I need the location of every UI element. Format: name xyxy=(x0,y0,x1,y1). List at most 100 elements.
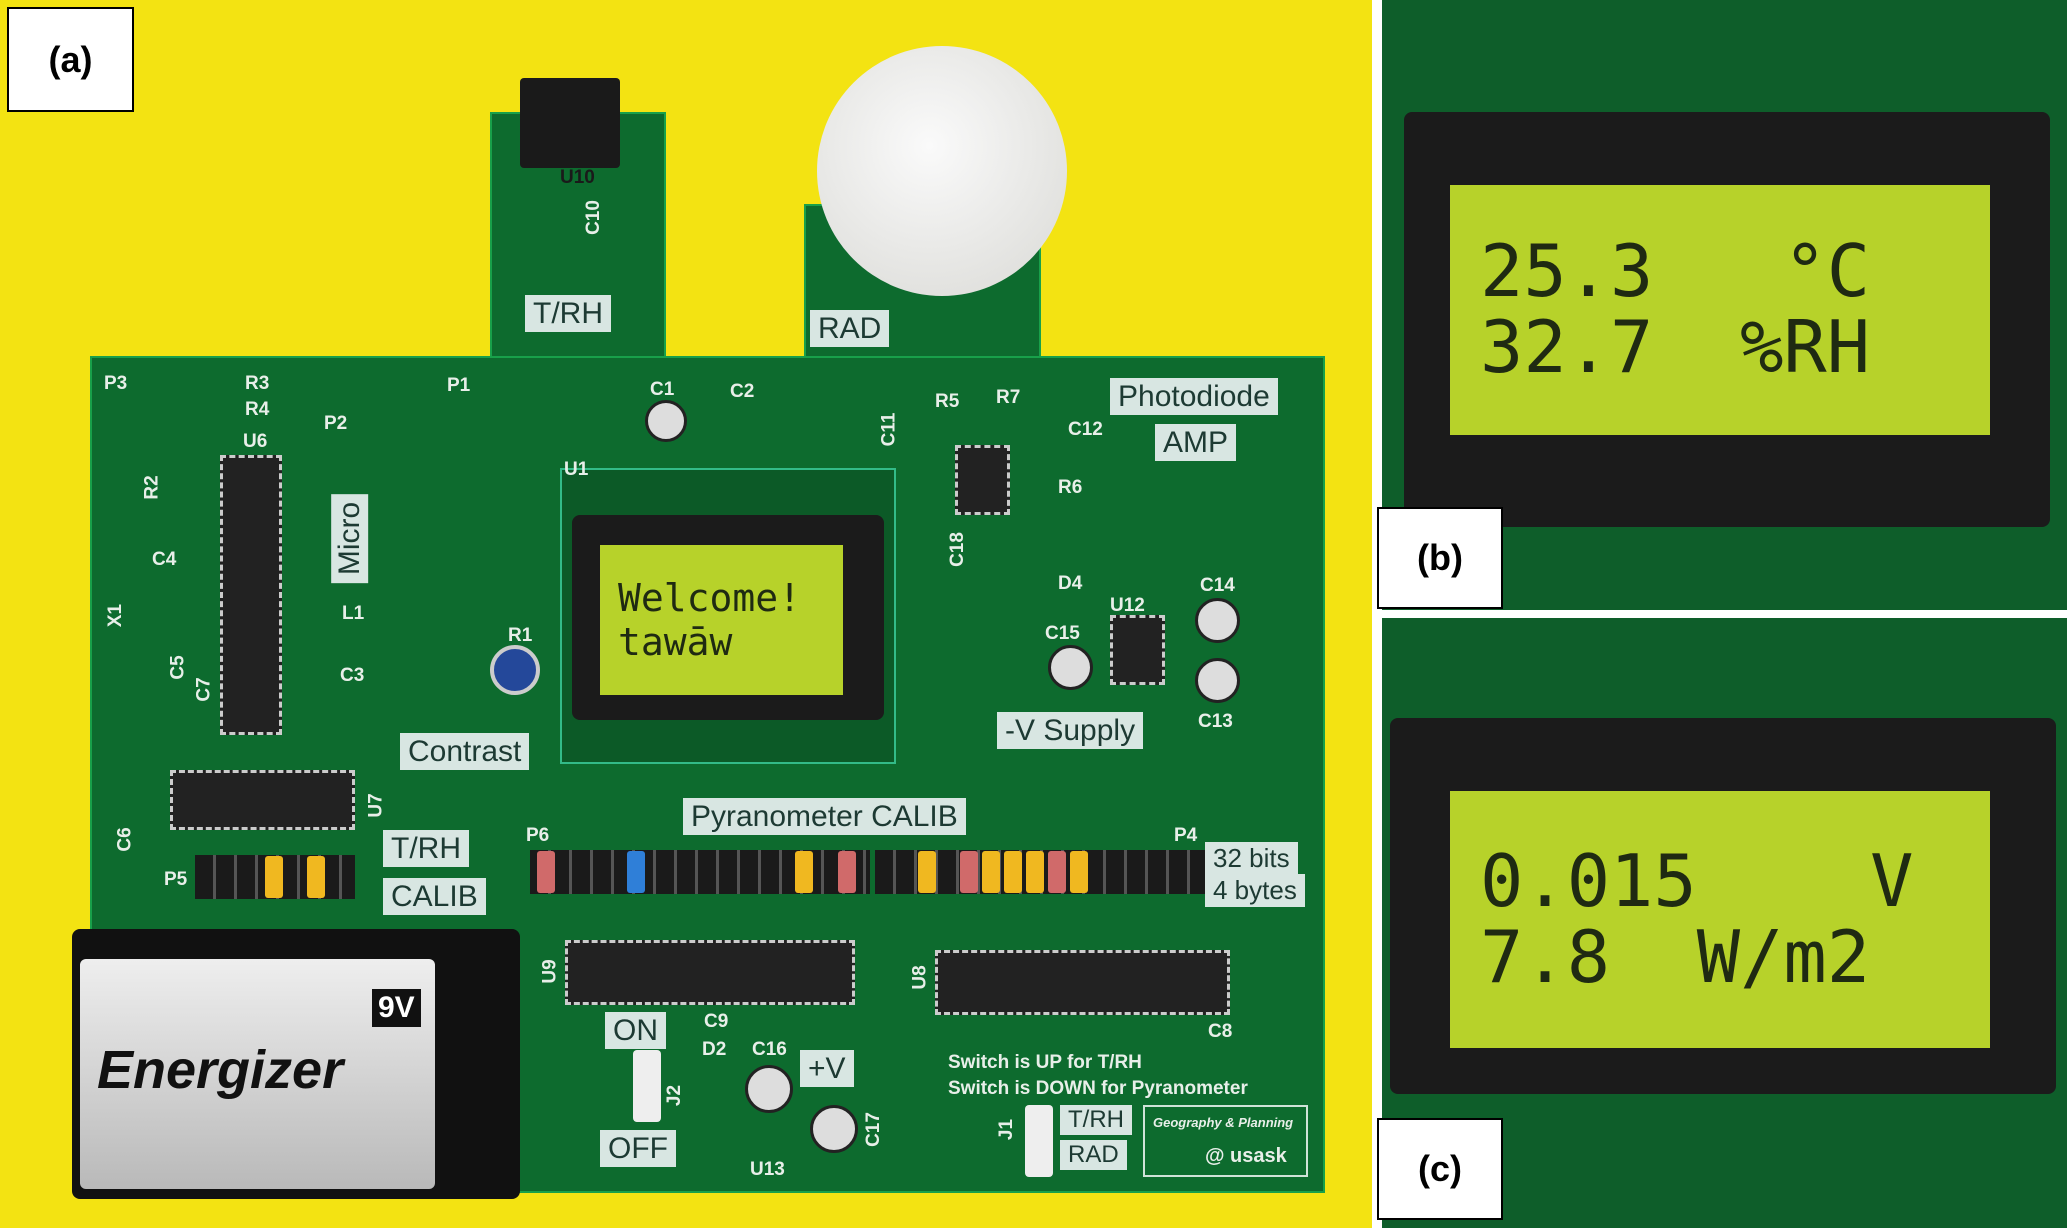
lcd-c-line-2: 7.8 W/m2 xyxy=(1480,914,1871,999)
battery-brand: Energizer xyxy=(97,1040,344,1100)
ref-p3: P3 xyxy=(104,373,128,394)
label-calib: CALIB xyxy=(383,878,486,915)
lcd-screen-b: 25.3 °C 32.7 %RH xyxy=(1450,185,1990,435)
ref-p5: P5 xyxy=(164,869,188,890)
lcd-b-line-1: 25.3 °C xyxy=(1480,229,1871,314)
switch-note-down: Switch is DOWN for Pyranometer xyxy=(948,1078,1248,1099)
ref-c5: C5 xyxy=(167,655,189,680)
ref-c9: C9 xyxy=(704,1011,729,1032)
label-trh-calib: T/RH xyxy=(383,830,469,867)
label-micro: Micro xyxy=(331,493,369,584)
jumper-red[interactable] xyxy=(838,851,856,893)
capacitor-c15 xyxy=(1048,645,1093,690)
ref-c15: C15 xyxy=(1045,623,1080,644)
ref-r4: R4 xyxy=(245,399,270,420)
label-contrast: Contrast xyxy=(400,733,530,770)
ref-x1: X1 xyxy=(105,603,127,628)
ref-c10: C10 xyxy=(582,200,604,235)
ref-p6: P6 xyxy=(526,825,550,846)
panel-a-pcb-photo: T/RH RAD Photodiode AMP Micro Contrast -… xyxy=(0,0,1372,1228)
label-pyranometer-calib: Pyranometer CALIB xyxy=(683,798,966,835)
ref-r6: R6 xyxy=(1058,477,1083,498)
ref-c14: C14 xyxy=(1200,575,1235,596)
label-switch-rad: RAD xyxy=(1060,1140,1127,1171)
chip-u8 xyxy=(935,950,1230,1015)
jumper-blue[interactable] xyxy=(627,851,645,893)
panel-label-c: (c) xyxy=(1377,1118,1503,1220)
ref-l1: L1 xyxy=(342,603,365,624)
diffuser-cylinder xyxy=(817,46,1067,296)
credit-department: Geography & Planning xyxy=(1153,1115,1294,1130)
ref-c16: C16 xyxy=(752,1039,787,1060)
mode-switch-j1[interactable] xyxy=(1025,1105,1053,1177)
ref-c17: C17 xyxy=(862,1112,884,1147)
battery-voltage: 9V xyxy=(372,989,421,1027)
capacitor-c16 xyxy=(745,1065,793,1113)
ref-c13: C13 xyxy=(1198,711,1233,732)
chip-u6-microcontroller xyxy=(220,455,282,735)
header-p6 xyxy=(530,850,870,894)
jumper-red[interactable] xyxy=(1048,851,1066,893)
board-lcd-line-1: Welcome! xyxy=(618,576,802,620)
contrast-potentiometer-r1[interactable] xyxy=(490,645,540,695)
ref-c12: C12 xyxy=(1068,419,1103,440)
ref-j2: J2 xyxy=(664,1084,686,1107)
jumper-yellow[interactable] xyxy=(307,856,325,898)
jumper-yellow[interactable] xyxy=(918,851,936,893)
panel-c-lcd-photo: 0.015 V 7.8 W/m2 (c) xyxy=(1377,618,2067,1228)
label-neg-supply: -V Supply xyxy=(997,712,1144,749)
ref-c3: C3 xyxy=(340,665,365,686)
ref-j1: J1 xyxy=(996,1118,1018,1141)
ref-u7: U7 xyxy=(365,793,387,818)
ref-d2: D2 xyxy=(702,1039,727,1060)
label-photodiode: Photodiode xyxy=(1110,378,1278,415)
ref-r1: R1 xyxy=(508,625,533,646)
label-pos-v: +V xyxy=(800,1050,854,1087)
capacitor-c17 xyxy=(810,1105,858,1153)
jumper-yellow[interactable] xyxy=(1004,851,1022,893)
jumper-yellow[interactable] xyxy=(1070,851,1088,893)
capacitor-c13 xyxy=(1195,658,1240,703)
ref-p2: P2 xyxy=(324,413,348,434)
label-32-bits: 32 bits xyxy=(1205,842,1298,875)
ref-c7: C7 xyxy=(193,677,215,702)
panel-label-a: (a) xyxy=(7,7,134,112)
switch-note-up: Switch is UP for T/RH xyxy=(948,1052,1142,1073)
ref-u12: U12 xyxy=(1110,595,1145,616)
ref-r3: R3 xyxy=(245,373,270,394)
label-trh-top: T/RH xyxy=(525,295,611,332)
battery-9v: Energizer 9V xyxy=(72,929,520,1199)
jumper-red[interactable] xyxy=(537,851,555,893)
jumper-yellow[interactable] xyxy=(982,851,1000,893)
board-lcd-line-2: tawāw xyxy=(618,620,733,664)
ref-u9: U9 xyxy=(539,959,561,984)
power-switch-j2[interactable] xyxy=(633,1050,661,1122)
chip-u9 xyxy=(565,940,855,1005)
board-lcd-screen: Welcome! tawāw xyxy=(600,545,843,695)
jumper-yellow[interactable] xyxy=(795,851,813,893)
label-amp: AMP xyxy=(1155,424,1237,461)
chip-opamp xyxy=(955,445,1010,515)
ref-c18: C18 xyxy=(946,532,968,567)
ref-d4: D4 xyxy=(1058,573,1083,594)
sensor-u10 xyxy=(520,78,620,168)
lcd-screen-c: 0.015 V 7.8 W/m2 xyxy=(1450,791,1990,1048)
jumper-red[interactable] xyxy=(960,851,978,893)
capacitor-c1 xyxy=(645,400,687,442)
label-on: ON xyxy=(605,1012,666,1049)
label-switch-trh: T/RH xyxy=(1060,1105,1132,1136)
jumper-yellow[interactable] xyxy=(265,856,283,898)
ref-p4: P4 xyxy=(1174,825,1198,846)
jumper-yellow[interactable] xyxy=(1026,851,1044,893)
ref-u10: U10 xyxy=(560,167,595,188)
credit-usask: @ usask xyxy=(1205,1145,1287,1167)
ref-c4: C4 xyxy=(152,549,177,570)
ref-r7: R7 xyxy=(996,387,1021,408)
ref-u1: U1 xyxy=(564,459,589,480)
ref-u8: U8 xyxy=(909,965,931,990)
lcd-c-line-1: 0.015 V xyxy=(1480,838,1914,923)
label-off: OFF xyxy=(600,1130,676,1167)
label-4-bytes: 4 bytes xyxy=(1205,874,1305,907)
ref-c6: C6 xyxy=(114,827,136,852)
ref-u6: U6 xyxy=(243,431,268,452)
